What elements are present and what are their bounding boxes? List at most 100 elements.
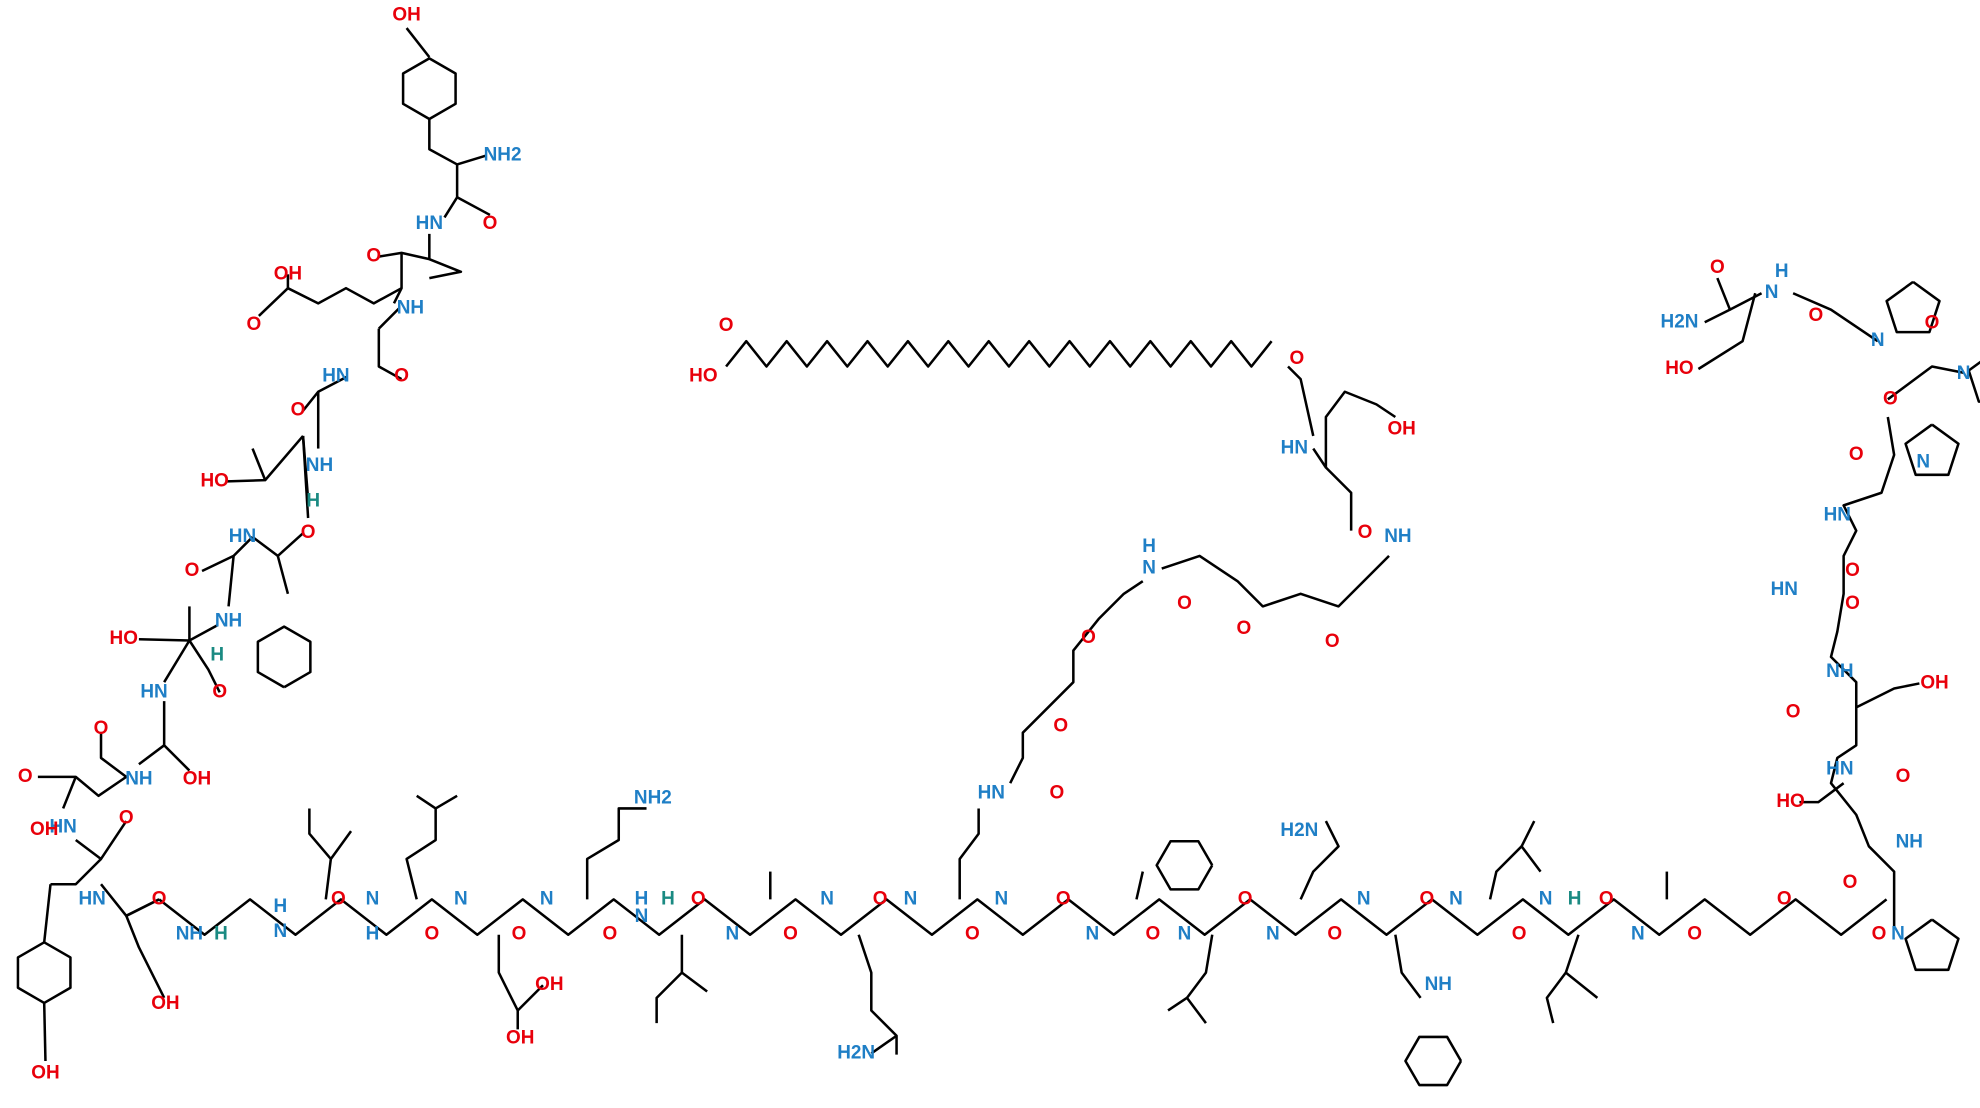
bond xyxy=(857,934,898,1055)
atom-label: HN xyxy=(229,526,256,547)
bond xyxy=(227,555,235,607)
bond xyxy=(227,435,305,483)
bond xyxy=(655,934,684,1024)
atom-label: O xyxy=(1056,888,1071,909)
bond xyxy=(377,307,400,330)
atom-label: H xyxy=(366,924,380,945)
benzene-ring xyxy=(256,625,312,689)
bond xyxy=(100,883,160,918)
atom-label: NH xyxy=(1384,526,1411,547)
atom-label: N xyxy=(1142,558,1156,579)
atom-label: O xyxy=(1896,766,1911,787)
atom-label: N xyxy=(1891,924,1905,945)
fatty-acid-chain xyxy=(725,339,1273,368)
proline-ring xyxy=(1885,280,1941,334)
atom-label: O xyxy=(1236,618,1251,639)
bond xyxy=(251,532,304,558)
bond xyxy=(392,252,403,304)
bond xyxy=(125,915,166,999)
atom-label: O xyxy=(94,718,109,739)
atom-label: O xyxy=(873,888,888,909)
bond xyxy=(405,27,431,58)
atom-label: N xyxy=(1449,888,1463,909)
bond xyxy=(681,971,708,993)
bond xyxy=(1009,580,1144,784)
bond xyxy=(163,639,191,683)
atom-label: O xyxy=(331,888,346,909)
atom-label: OH xyxy=(1920,672,1948,693)
atom-label: O xyxy=(483,213,498,234)
atom-label: O xyxy=(1786,701,1801,722)
bond xyxy=(125,898,160,917)
atom-label: OH xyxy=(1387,419,1415,440)
atom-label: NH xyxy=(397,297,424,318)
atom-label: N xyxy=(1085,924,1099,945)
atom-label: O xyxy=(719,315,734,336)
atom-label: O xyxy=(1808,305,1823,326)
atom-label: NH xyxy=(125,768,152,789)
atom-label: N xyxy=(1631,924,1645,945)
atom-label: N xyxy=(726,924,740,945)
atom-label: O xyxy=(1050,782,1065,803)
atom-label: HN xyxy=(322,366,349,387)
bonds xyxy=(16,27,1980,1087)
atom-label: NH xyxy=(176,924,203,945)
bond xyxy=(1394,934,1422,999)
bond xyxy=(1697,292,1757,371)
atom-label: O xyxy=(18,766,33,787)
peptide-backbone xyxy=(158,898,1888,936)
atom-label: HN xyxy=(416,213,443,234)
atom-label: H2N xyxy=(1661,311,1699,332)
bond xyxy=(497,934,519,1030)
bond xyxy=(1287,365,1315,437)
atom-label: O xyxy=(965,924,980,945)
atom-label: H xyxy=(273,896,287,917)
atom-label: N xyxy=(454,888,468,909)
atom-label: N xyxy=(540,888,554,909)
bond xyxy=(188,639,221,693)
atom-label: N xyxy=(1178,924,1192,945)
bond xyxy=(61,776,77,809)
atom-label: HO xyxy=(1665,358,1693,379)
bond xyxy=(435,794,458,810)
atom-label: OH xyxy=(274,263,302,284)
atom-label: N xyxy=(820,888,834,909)
benzene-ring xyxy=(1155,839,1214,891)
bond xyxy=(50,858,102,886)
atom-label: O xyxy=(1777,888,1792,909)
atom-label: HN xyxy=(49,816,76,837)
atom-label: O xyxy=(212,681,227,702)
bond xyxy=(378,233,431,261)
atom-label: O xyxy=(1289,348,1304,369)
atom-label: O xyxy=(1710,257,1725,278)
atom-label: O xyxy=(1146,924,1161,945)
bond xyxy=(1161,554,1390,608)
atom-label: NH xyxy=(215,611,242,632)
atom-label: HN xyxy=(1824,504,1851,525)
atom-label: NH xyxy=(1826,661,1853,682)
bond xyxy=(1887,365,1964,401)
atom-label: N xyxy=(1871,330,1885,351)
bond xyxy=(870,1034,898,1055)
atom-label: O xyxy=(1053,715,1068,736)
bond xyxy=(251,448,267,481)
proline-ring xyxy=(1967,360,1980,403)
bond xyxy=(37,775,127,798)
atom-label: O xyxy=(1687,924,1702,945)
proline-ring xyxy=(1904,918,1960,972)
bond xyxy=(257,287,289,317)
bond xyxy=(1299,820,1340,900)
atom-label: H xyxy=(1568,888,1582,909)
atom-label: N xyxy=(904,888,918,909)
atom-label: O xyxy=(424,924,439,945)
bond xyxy=(162,701,191,772)
atom-label: O xyxy=(185,560,200,581)
bond xyxy=(958,808,980,900)
bond xyxy=(377,328,403,381)
bond xyxy=(443,164,459,219)
indole-ring xyxy=(1404,1035,1463,1087)
bond xyxy=(516,984,544,1012)
atom-label: O xyxy=(691,888,706,909)
atom-label: HN xyxy=(1281,438,1308,459)
bond xyxy=(1829,416,1896,929)
